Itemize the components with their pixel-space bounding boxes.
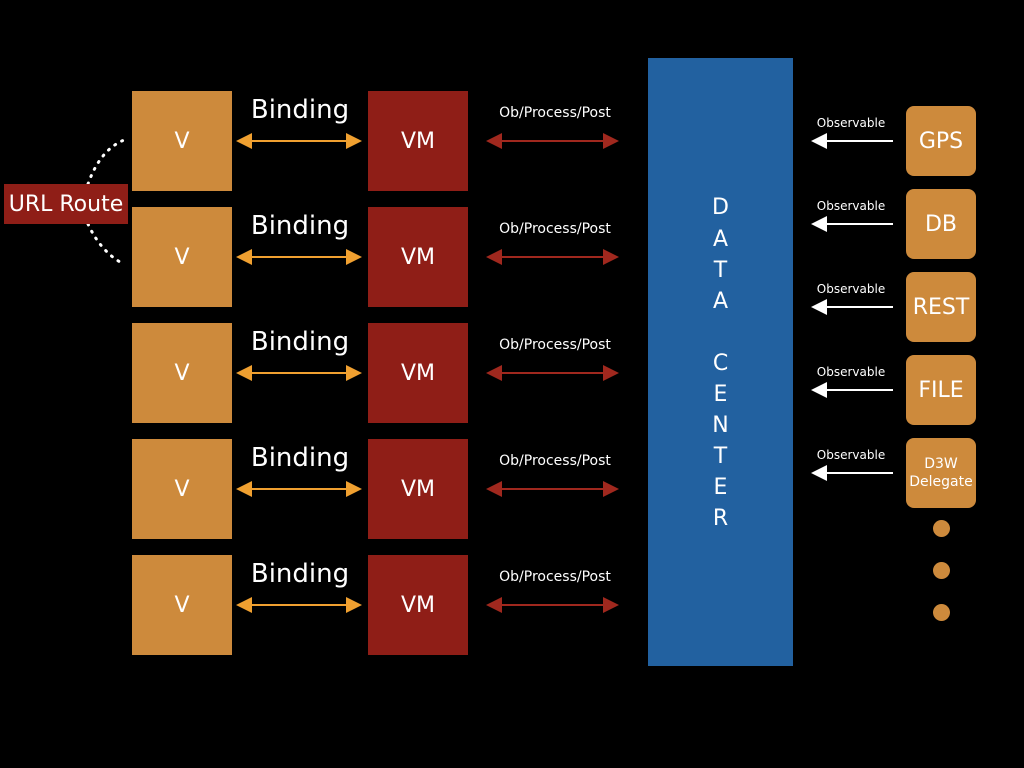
binding-label: Binding xyxy=(250,327,350,357)
view-box: V xyxy=(132,323,232,423)
data-center-letter: E xyxy=(713,475,728,500)
url-route-label: URL Route xyxy=(4,184,128,224)
viewmodel-box: VM xyxy=(368,91,468,191)
view-box: V xyxy=(132,91,232,191)
observable-label: Observable xyxy=(816,282,886,296)
viewmodel-box: VM xyxy=(368,207,468,307)
data-center-letter: C xyxy=(712,351,729,376)
observable-label: Observable xyxy=(816,199,886,213)
ob-process-post-label: Ob/Process/Post xyxy=(499,453,611,469)
viewmodel-box: VM xyxy=(368,555,468,655)
ob-process-post-label: Ob/Process/Post xyxy=(499,569,611,585)
view-box: V xyxy=(132,439,232,539)
data-center-letter: A xyxy=(712,227,729,252)
observable-label: Observable xyxy=(816,365,886,379)
data-center-letter: N xyxy=(712,413,729,438)
source-box: D3W Delegate xyxy=(906,438,976,508)
observable-label: Observable xyxy=(816,448,886,462)
data-center-letter: T xyxy=(713,444,728,469)
source-box: REST xyxy=(906,272,976,342)
view-box: V xyxy=(132,555,232,655)
binding-label: Binding xyxy=(250,559,350,589)
data-center-letter: D xyxy=(712,195,729,220)
source-box: DB xyxy=(906,189,976,259)
viewmodel-box: VM xyxy=(368,323,468,423)
source-box: FILE xyxy=(906,355,976,425)
more-ellipsis-dot-2 xyxy=(933,562,950,579)
data-center-letter: A xyxy=(712,289,729,314)
data-center-letter: R xyxy=(712,506,729,531)
ob-process-post-label: Ob/Process/Post xyxy=(499,337,611,353)
more-ellipsis-dot-3 xyxy=(933,604,950,621)
url-route-connector-bottom xyxy=(86,222,122,264)
binding-label: Binding xyxy=(250,443,350,473)
data-center-letter: T xyxy=(713,258,728,283)
observable-label: Observable xyxy=(816,116,886,130)
data-center-letter: E xyxy=(713,382,728,407)
ob-process-post-label: Ob/Process/Post xyxy=(499,105,611,121)
url-route-connector-top xyxy=(86,138,126,186)
source-box: GPS xyxy=(906,106,976,176)
view-box: V xyxy=(132,207,232,307)
viewmodel-box: VM xyxy=(368,439,468,539)
ob-process-post-label: Ob/Process/Post xyxy=(499,221,611,237)
binding-label: Binding xyxy=(250,95,350,125)
more-ellipsis-dot-1 xyxy=(933,520,950,537)
binding-label: Binding xyxy=(250,211,350,241)
